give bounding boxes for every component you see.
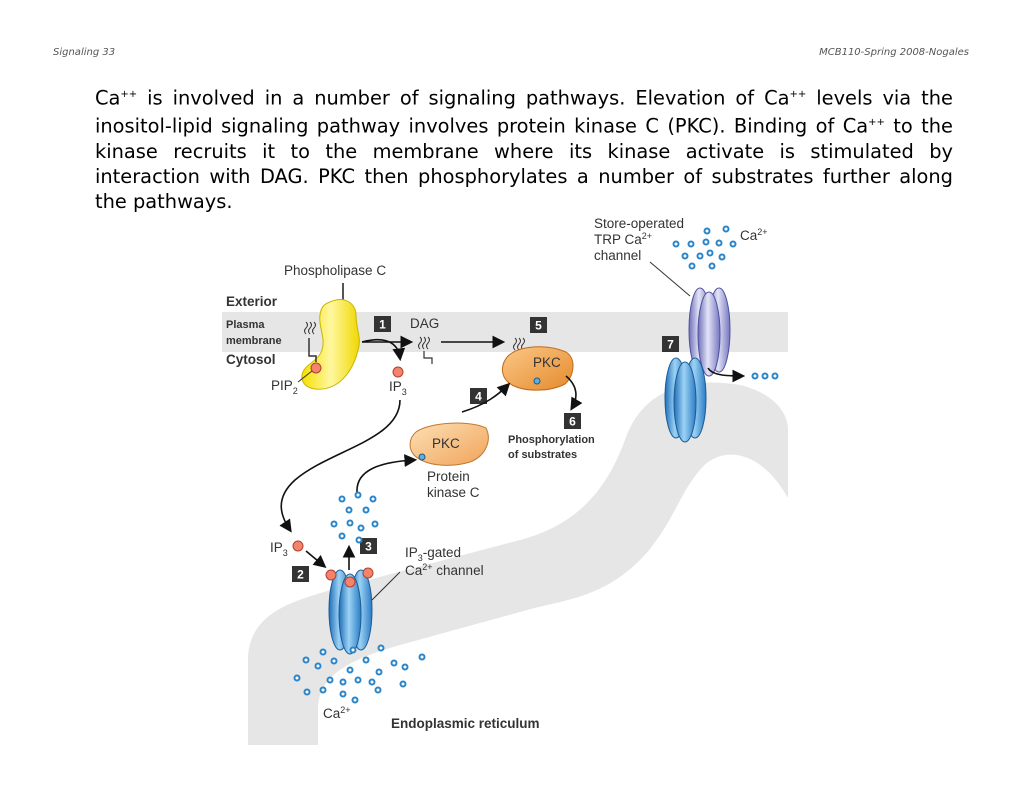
step-6-badge: [564, 413, 581, 429]
dag-label: DAG: [410, 316, 439, 331]
pip2-label: PIP2: [271, 378, 298, 396]
step-7-number: 7: [667, 338, 674, 352]
course-label: MCB110-Spring 2008-Nogales: [819, 47, 969, 58]
er-membrane: [248, 382, 788, 745]
text-segment: Ca: [95, 86, 121, 110]
dag-in-membrane-icon: [513, 337, 525, 351]
step-2-badge: [292, 566, 309, 582]
step-1-number: 1: [379, 318, 386, 332]
step-1-badge: [374, 316, 391, 332]
arrow-ip3-binding: [305, 550, 327, 569]
ca-ions-er: [293, 644, 426, 704]
protein-label: Protein: [427, 469, 470, 484]
superscript: ++: [120, 89, 138, 100]
ip3-molecule: [392, 366, 404, 378]
ip3-gated-label: IP3-gated: [405, 545, 461, 563]
ip3-bound: [362, 567, 374, 579]
arrow-pkc-to-membrane: [461, 382, 511, 413]
leader-line: [297, 370, 313, 383]
step-6-number: 6: [569, 415, 576, 429]
arrow-ip3-to-er: [279, 399, 401, 533]
cytosol-label: Cytosol: [226, 352, 276, 367]
dag-stalk: [423, 351, 433, 364]
leader-line: [649, 261, 691, 297]
store-operated-label: Store-operated: [594, 216, 684, 231]
pip2-headgroup: [310, 362, 322, 374]
kinase-c-label: kinase C: [427, 485, 480, 500]
arrow-ca-to-pkc: [356, 454, 418, 493]
ca-ions-cytosol: [330, 491, 379, 544]
text-segment: to the kinase recruits it to the membran…: [95, 114, 953, 213]
step-3-number: 3: [365, 540, 372, 554]
leader-line: [371, 571, 401, 601]
ca-er-label: Ca2+: [323, 705, 351, 721]
substrates-label: of substrates: [508, 449, 577, 461]
superscript: ++: [868, 117, 885, 129]
ip3-er-label: IP3: [270, 540, 288, 558]
ip3-molecule: [292, 540, 304, 552]
ca-ions-influx: [751, 372, 779, 380]
step-7-badge: [662, 336, 679, 352]
step-3-badge: [360, 538, 377, 554]
step-2-number: 2: [297, 568, 304, 582]
phospholipase-label: Phospholipase C: [284, 263, 386, 278]
channel-label: channel: [594, 248, 641, 263]
step-5-number: 5: [535, 319, 542, 333]
slide-paragraph: Ca++ is involved in a number of signalin…: [95, 82, 953, 214]
ip3-label: IP3: [389, 379, 407, 397]
ip3-bound: [344, 576, 356, 588]
ca-channel-label: Ca2+ channel: [405, 562, 484, 578]
trp-ca-label: TRP Ca2+: [594, 231, 652, 247]
er-channel-coupled: [664, 357, 707, 443]
ip3-bound: [325, 569, 337, 581]
step-4-number: 4: [475, 390, 482, 404]
pkc-membrane-label: PKC: [533, 355, 561, 370]
phosphorylation-label: Phosphorylation: [508, 434, 595, 446]
plasma-label: Plasma: [226, 319, 265, 331]
pkc-cytosol-enzyme: [409, 422, 489, 466]
arrow-to-phosphorylation: [565, 375, 583, 411]
ca-ion-bound: [533, 377, 541, 385]
superscript: ++: [789, 89, 807, 100]
dag-icon: [418, 336, 430, 350]
arrow-ca-influx: [707, 367, 746, 383]
step-5-badge: [530, 317, 547, 333]
ca-ion-bound: [418, 453, 426, 461]
pip2-stalk: [308, 338, 317, 362]
step-4-badge: [470, 388, 487, 404]
ip3-gated-channel: [328, 569, 373, 655]
exterior-label: Exterior: [226, 294, 278, 309]
pkc-membrane-enzyme: [502, 346, 574, 391]
membrane-label: membrane: [226, 335, 282, 347]
lipid-tails: [304, 321, 316, 335]
pkc-cytosol-label: PKC: [432, 436, 460, 451]
text-segment: levels via the inositol-lipid signaling …: [95, 86, 953, 138]
ca-ions-exterior: [672, 225, 737, 270]
text-segment: is involved in a number of signaling pat…: [137, 86, 790, 110]
slide-number: Signaling 33: [53, 47, 116, 58]
ca-exterior-label: Ca2+: [740, 227, 768, 243]
er-label: Endoplasmic reticulum: [391, 716, 540, 731]
